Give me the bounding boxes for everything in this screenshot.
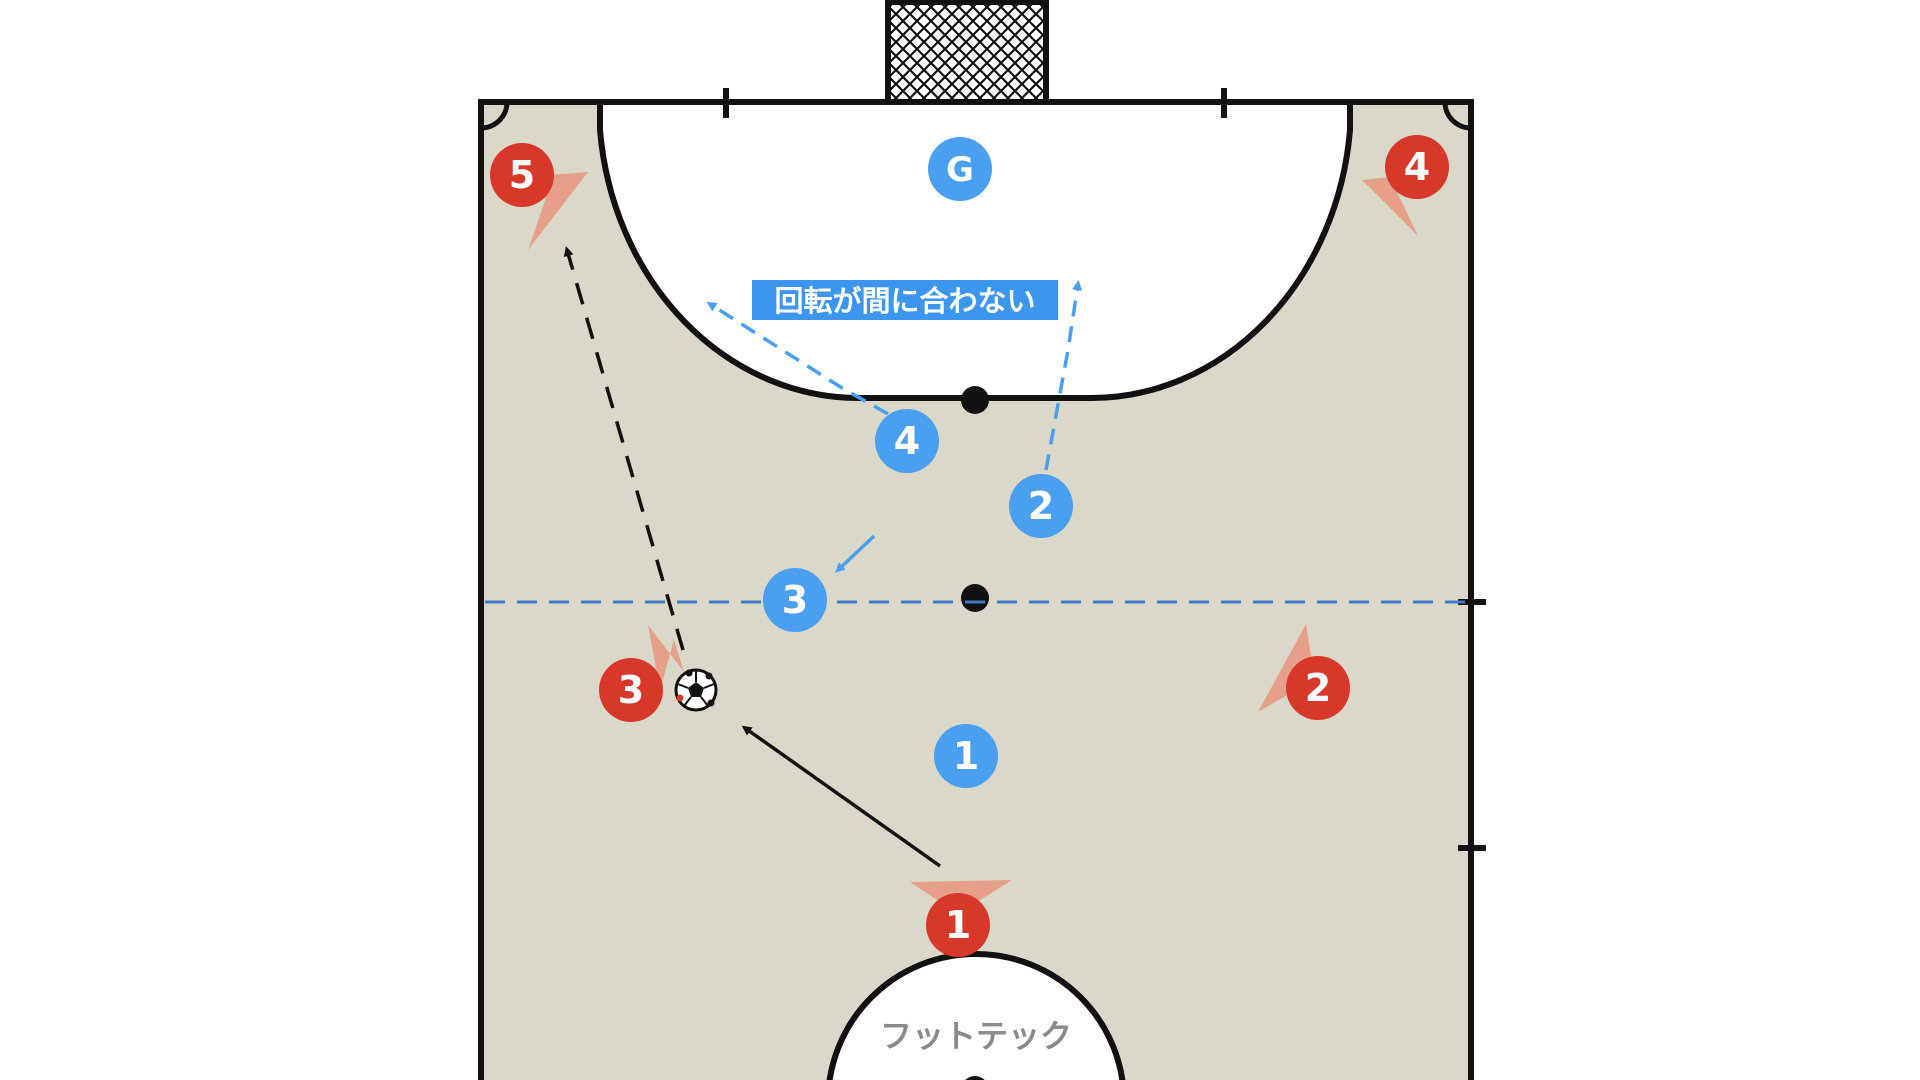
facing-wedge (1362, 172, 1440, 236)
center-spot (965, 1076, 985, 1080)
court (478, 88, 1486, 1080)
penalty-area (597, 99, 1353, 402)
player-number: G (946, 150, 974, 190)
player-number: 1 (953, 734, 979, 778)
watermark: フットテック (880, 1017, 1072, 1055)
blue-team: G 4 2 3 1 (763, 137, 1073, 788)
second-penalty-mark (961, 584, 989, 612)
corner-arc-right (1442, 101, 1472, 131)
player-number: 5 (509, 153, 535, 197)
red-player-5[interactable]: 5 (490, 143, 554, 207)
red-team: 5 4 3 2 1 (490, 135, 1449, 957)
annotation-text: 回転が間に合わない (774, 284, 1035, 318)
soccer-ball-icon[interactable] (674, 668, 718, 712)
blue-player-4[interactable]: 4 (875, 409, 939, 473)
player-number: 2 (1028, 484, 1054, 528)
player-number: 4 (894, 419, 920, 463)
red-player-3[interactable]: 3 (599, 658, 663, 722)
red-player-1[interactable]: 1 (926, 893, 990, 957)
goal-net-icon (885, 0, 1049, 105)
blue-player-1[interactable]: 1 (934, 724, 998, 788)
facing-wedge (510, 172, 588, 250)
corner-arc-left (480, 101, 510, 131)
annotation-label: 回転が間に合わない (752, 280, 1058, 320)
red-player-2[interactable]: 2 (1286, 656, 1350, 720)
player-number: 3 (618, 668, 644, 712)
center-circle (826, 951, 1126, 1080)
blue-player-g[interactable]: G (928, 137, 992, 201)
red-player-4[interactable]: 4 (1385, 135, 1449, 199)
blue-run-arrow (1044, 280, 1083, 471)
blue-run-arrow (706, 301, 889, 416)
blue-player-2[interactable]: 2 (1009, 474, 1073, 538)
player-number: 2 (1305, 666, 1331, 710)
penalty-mark (961, 386, 989, 414)
player-number: 3 (782, 578, 808, 622)
blue-run-arrow (835, 534, 876, 573)
blue-player-3[interactable]: 3 (763, 568, 827, 632)
player-number: 1 (945, 903, 971, 947)
pass-arrow (741, 725, 942, 868)
player-number: 4 (1404, 145, 1430, 189)
